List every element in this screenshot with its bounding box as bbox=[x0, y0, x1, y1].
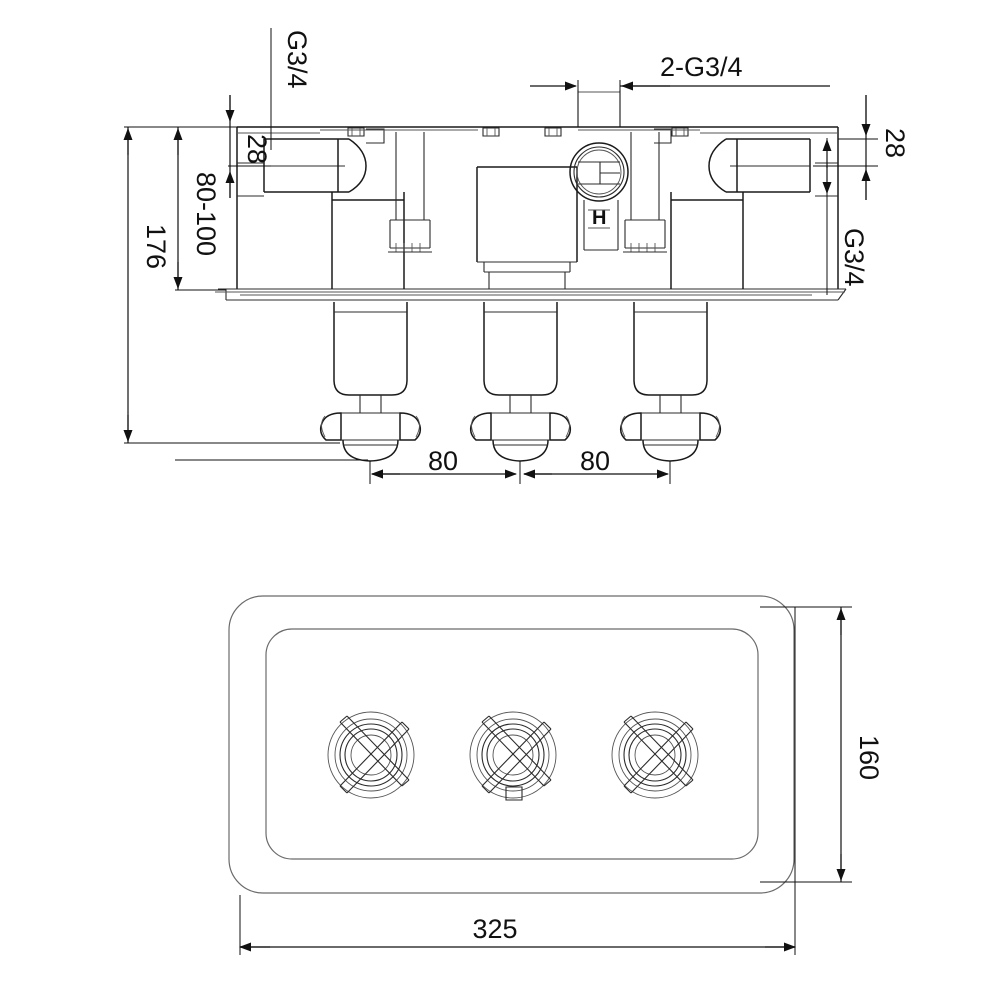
dim-g34-right-label: G3/4 bbox=[839, 228, 869, 287]
left-inlet-assembly bbox=[263, 138, 405, 289]
dim-80-right-label: 80 bbox=[580, 446, 610, 476]
dim-28-right-label: 28 bbox=[880, 128, 910, 158]
handle-stem-right bbox=[619, 302, 722, 462]
hot-indicator-mark: H bbox=[588, 207, 610, 229]
faceplate-handle-left bbox=[327, 711, 415, 799]
dim-80-left: 80 bbox=[175, 446, 521, 484]
side-connectors bbox=[237, 162, 838, 197]
dim-160-label: 160 bbox=[854, 735, 884, 780]
dim-80-100: 80-100 bbox=[173, 126, 237, 291]
dim-2-g34: 2-G3/4 bbox=[530, 52, 830, 127]
dim-176-label: 176 bbox=[141, 224, 171, 269]
dim-28-left: 28 bbox=[225, 95, 272, 198]
dim-325: 325 bbox=[239, 914, 796, 952]
front-plate-view-geometry bbox=[228, 595, 795, 894]
section-view-dimensions: G3/4 28 80-100 176 bbox=[123, 28, 910, 484]
valve-body-outline bbox=[215, 126, 847, 301]
dim-80-right: 80 bbox=[523, 446, 671, 484]
faceplate-inner-recess bbox=[265, 628, 759, 860]
faceplate-handle-right bbox=[611, 711, 699, 799]
handle-stem-left bbox=[319, 302, 422, 462]
dim-80-100-label: 80-100 bbox=[191, 172, 221, 256]
top-spigot bbox=[577, 90, 621, 127]
dim-176: 176 bbox=[123, 126, 340, 444]
dim-28-left-label: 28 bbox=[242, 134, 272, 164]
section-view-geometry: H bbox=[215, 90, 847, 462]
dim-160: 160 bbox=[760, 606, 884, 883]
dim-g34-right: G3/4 bbox=[822, 138, 869, 295]
dim-g34-left: G3/4 bbox=[270, 28, 312, 150]
valve-head-dial bbox=[569, 142, 629, 251]
dim-g34-left-label: G3/4 bbox=[282, 30, 312, 89]
faceplate-outer bbox=[228, 595, 795, 894]
top-face-fasteners bbox=[237, 127, 838, 144]
thermostatic-cartridge-center bbox=[476, 166, 578, 289]
dim-80-left-label: 80 bbox=[428, 446, 458, 476]
dim-28-right: 28 bbox=[813, 95, 910, 200]
cartridge-right bbox=[623, 132, 667, 253]
hot-indicator-label: H bbox=[592, 207, 606, 229]
faceplate-handle-center bbox=[469, 711, 557, 801]
cartridge-left bbox=[388, 132, 432, 253]
front-plate-dimensions: 160 325 bbox=[239, 606, 884, 955]
right-inlet-assembly bbox=[670, 138, 811, 289]
handle-stem-center bbox=[469, 302, 572, 462]
dim-2-g34-label: 2-G3/4 bbox=[660, 52, 743, 82]
dim-325-label: 325 bbox=[472, 914, 517, 944]
